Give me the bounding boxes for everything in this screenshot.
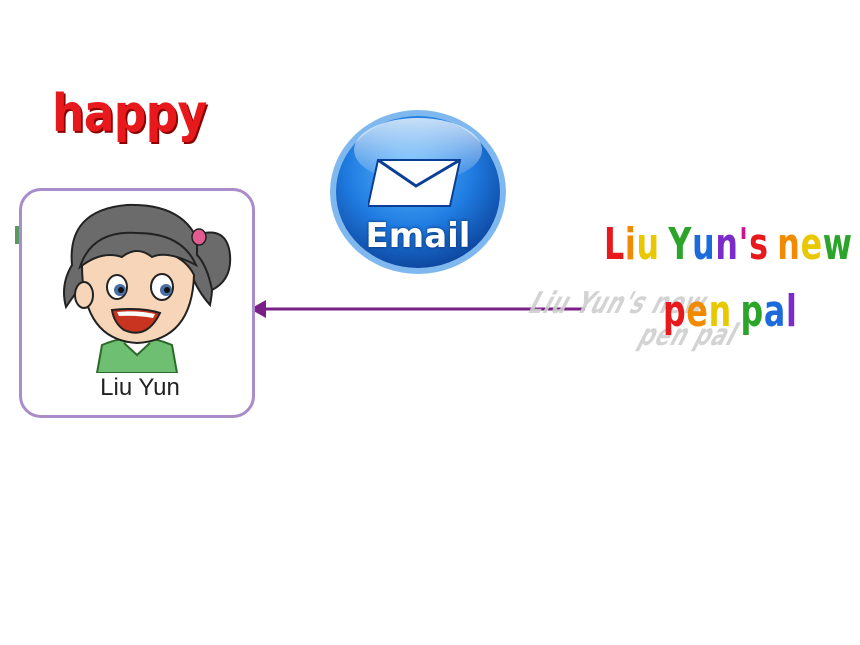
- title-letter: e: [686, 286, 709, 337]
- title-letter: ': [738, 219, 750, 270]
- title-letter: l: [786, 286, 798, 337]
- title-line2: pen pal: [663, 286, 798, 337]
- title-letter: p: [740, 286, 764, 337]
- title-letter: e: [800, 219, 823, 270]
- title-letter: n: [708, 286, 732, 337]
- girl-illustration: [63, 203, 232, 373]
- title-letter: Y: [668, 219, 693, 270]
- person-card: Liu Yun: [19, 188, 255, 418]
- title-letter: u: [636, 219, 660, 270]
- title-letter: u: [692, 219, 716, 270]
- envelope-icon: [368, 158, 462, 207]
- title-letter: i: [624, 219, 637, 270]
- email-badge[interactable]: Email: [328, 108, 508, 278]
- title-letter: L: [604, 219, 625, 270]
- title-letter: s: [749, 219, 769, 270]
- title-letter: a: [763, 286, 787, 337]
- card-tab-left: [15, 226, 21, 244]
- title-letter: w: [822, 219, 853, 270]
- title-line1: Liu Yun's new: [604, 219, 853, 270]
- email-label: Email: [365, 216, 471, 256]
- title-letter: p: [663, 286, 687, 337]
- emotion-word: happy: [52, 84, 207, 144]
- title-letter: n: [715, 219, 739, 270]
- title-letter: n: [777, 219, 801, 270]
- person-name: Liu Yun: [100, 374, 180, 401]
